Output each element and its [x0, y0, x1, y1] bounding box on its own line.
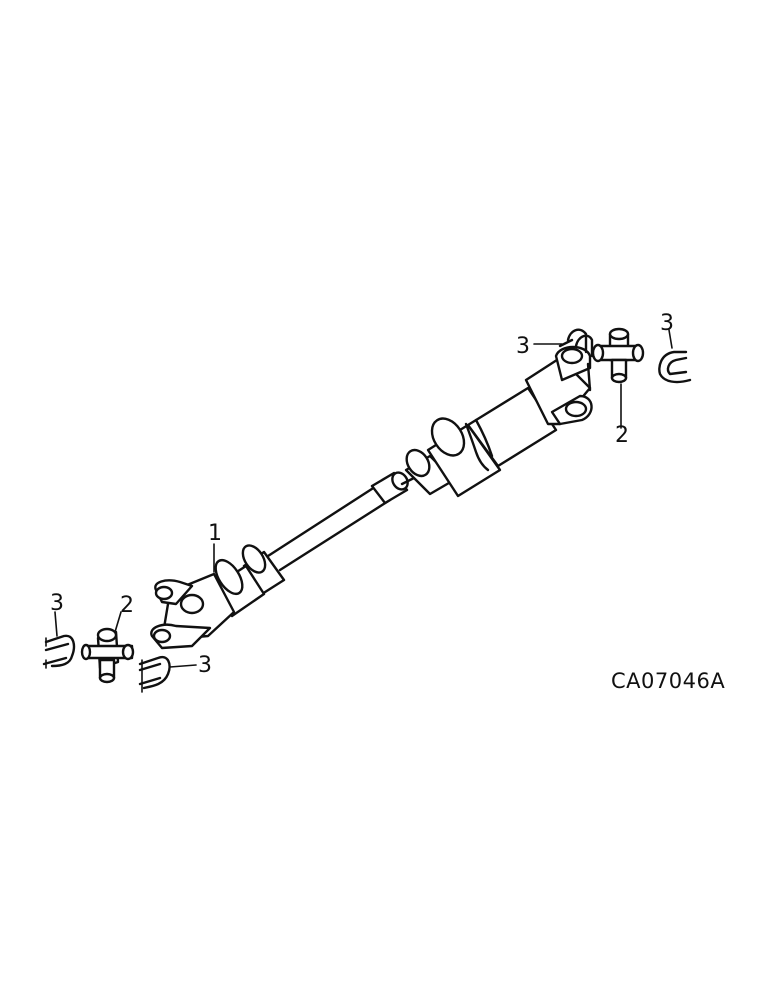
callout-2-right: 2 [615, 423, 629, 448]
callout-2-left: 2 [120, 593, 134, 618]
right-u-bolt-far [658, 350, 692, 384]
callout-labels: 1 2 2 3 3 3 3 [50, 311, 674, 678]
leader-lines [54, 329, 673, 668]
right-universal-joint-cross [591, 327, 645, 384]
left-universal-joint-cross [80, 627, 135, 684]
callout-3-left-bottom: 3 [198, 653, 212, 678]
inner-shaft [266, 471, 420, 572]
outer-tube-lower [150, 544, 286, 650]
left-u-bolt-far [42, 634, 76, 669]
callout-3-right-upper: 3 [516, 334, 530, 359]
right-u-bolt-upper [558, 328, 594, 358]
drawing-code: CA07046A [611, 669, 725, 693]
left-u-bolt-near [138, 655, 171, 693]
outer-tube-upper [404, 345, 593, 498]
callout-3-left-top: 3 [50, 591, 64, 616]
callout-1: 1 [208, 521, 222, 546]
callout-3-right-far: 3 [660, 311, 674, 336]
